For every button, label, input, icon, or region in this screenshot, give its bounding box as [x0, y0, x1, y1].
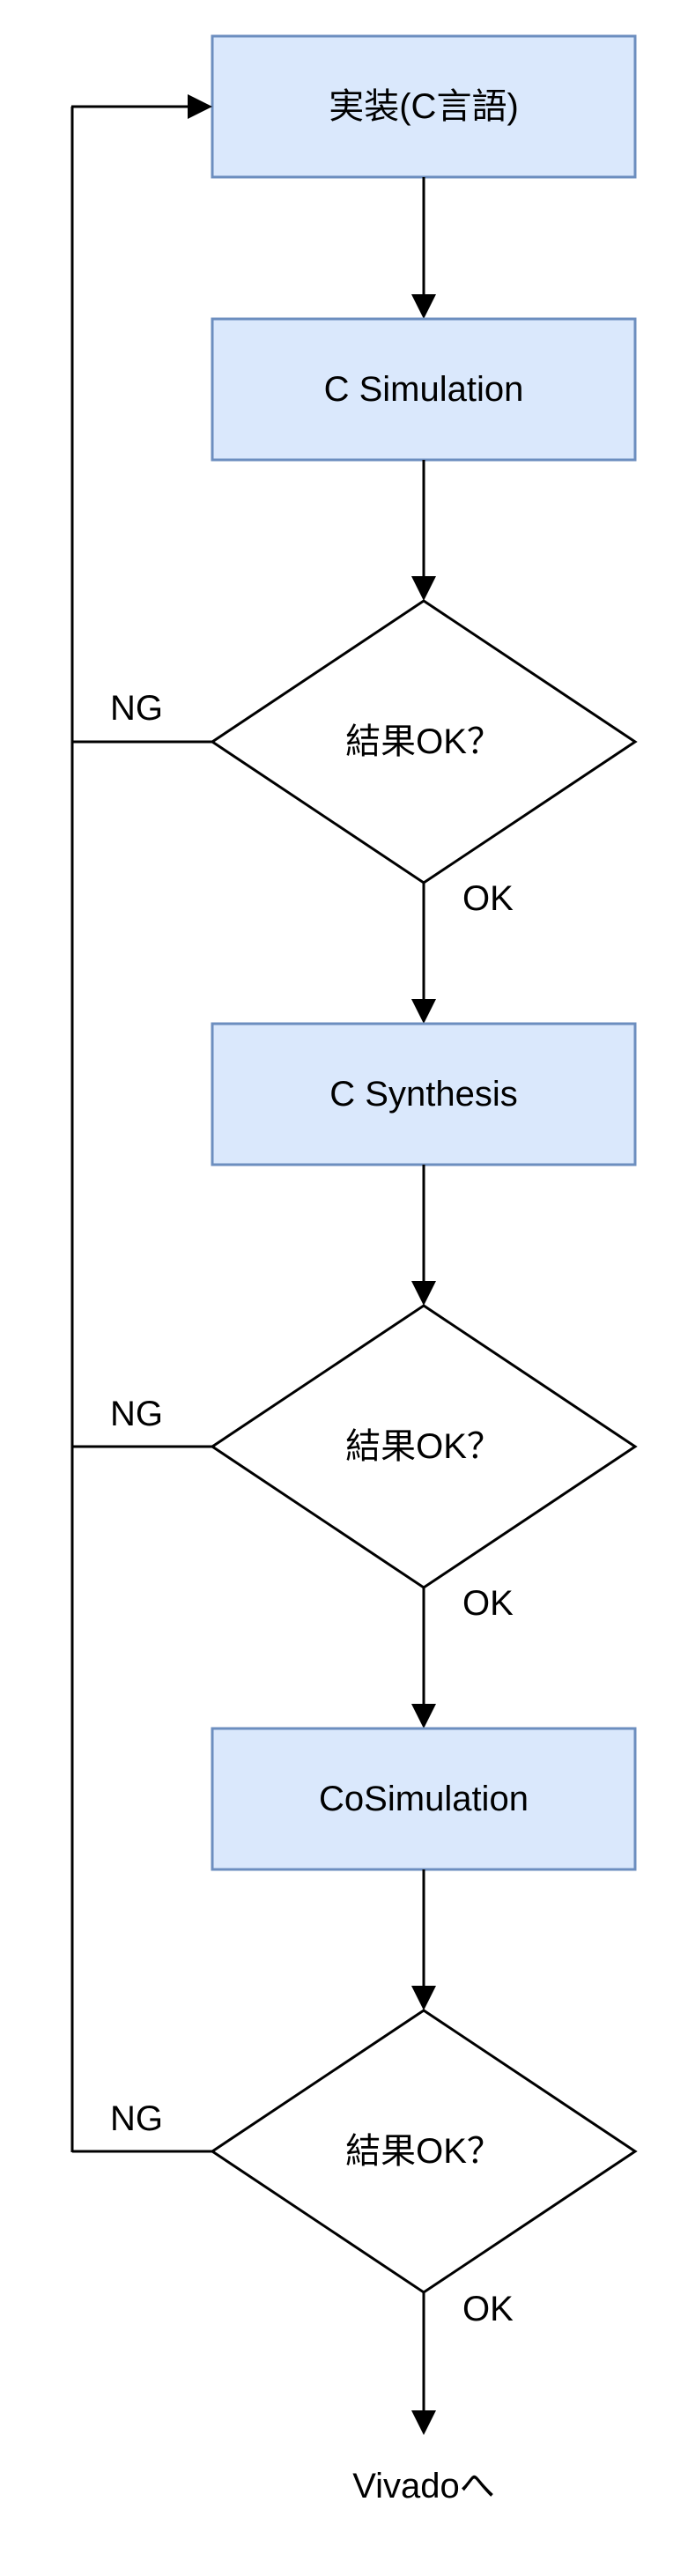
process-implement-box	[211, 34, 637, 179]
arrowhead	[411, 999, 436, 1024]
edge-label-ok-3: OK	[462, 2290, 514, 2328]
decision-check-3: 結果OK？	[210, 2009, 638, 2294]
arrowhead	[188, 94, 212, 119]
arrowhead	[411, 1704, 436, 1728]
process-c-simulation-label: C Simulation	[324, 370, 524, 409]
edge-check3-ok-to-end	[411, 2292, 436, 2435]
arrowhead	[411, 294, 436, 319]
process-cosimulation-box	[211, 1727, 637, 1871]
process-cosimulation-label: CoSimulation	[319, 1780, 529, 1818]
arrowhead	[411, 1986, 436, 2010]
edge-label-ng-3: NG	[110, 2099, 163, 2138]
decision-check-2-label: 結果OK？	[345, 1427, 502, 1466]
process-c-synthesis-label: C Synthesis	[329, 1075, 517, 1114]
process-implement-label: 実装(C言語)	[329, 87, 519, 126]
decision-check-2: 結果OK？	[210, 1304, 638, 1589]
process-cosimulation: CoSimulation	[211, 1727, 637, 1871]
edge-check2-ok-to-cosim	[411, 1588, 436, 1728]
edge-label-ok-2: OK	[462, 1584, 514, 1623]
edge-ng-feedback-loop	[70, 94, 212, 2153]
arrowhead	[411, 1281, 436, 1306]
edge-label-ng-2: NG	[110, 1395, 163, 1433]
decision-check-3-label: 結果OK？	[345, 2132, 502, 2171]
decision-check-1-label: 結果OK？	[345, 722, 502, 761]
edge-implement-to-csim	[411, 177, 436, 319]
process-c-simulation-box	[211, 317, 637, 462]
process-c-simulation: C Simulation	[211, 317, 637, 462]
process-c-synthesis-box	[211, 1022, 637, 1166]
edge-cosim-to-check3	[411, 1869, 436, 2010]
edge-label-ok-1: OK	[462, 879, 514, 918]
end-label: Vivadoへ	[352, 2467, 495, 2506]
edge-csynth-to-check2	[411, 1165, 436, 1306]
edge-check1-ok-to-csynth	[411, 883, 436, 1024]
process-implement: 実装(C言語)	[211, 34, 637, 179]
arrowhead	[411, 2410, 436, 2435]
arrowhead	[411, 576, 436, 601]
edge-csim-to-check1	[411, 460, 436, 601]
decision-check-1: 結果OK？	[210, 599, 638, 885]
process-c-synthesis: C Synthesis	[211, 1022, 637, 1166]
edge-label-ng-1: NG	[110, 689, 163, 728]
